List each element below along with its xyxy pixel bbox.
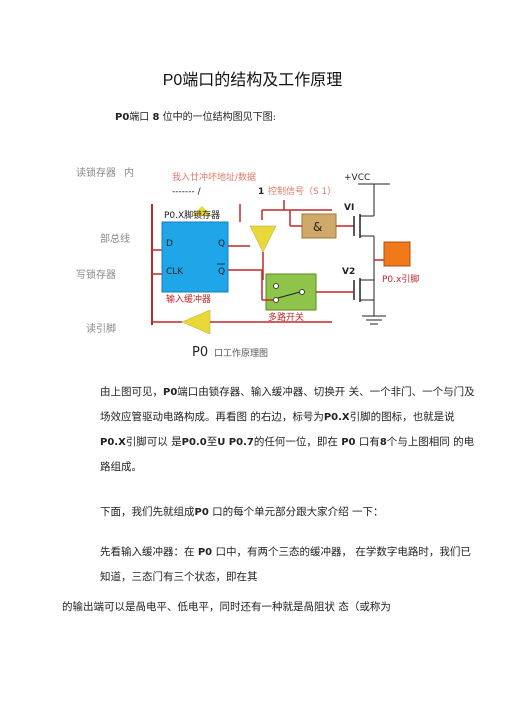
label-read-latch: 读锁存器 <box>76 166 116 179</box>
caption-p0: P0 <box>192 345 208 360</box>
input-buffer-label: 输入缓冲器 <box>166 293 211 305</box>
label-write-latch: 写锁存器 <box>76 268 116 281</box>
label-read-pin: 读引脚 <box>86 322 116 335</box>
page-title: P0端口的结构及工作原理 <box>162 72 343 89</box>
p0-circuit-diagram: 读锁存器 内 部总线 写锁存器 读引脚 我入廿冲坏地址/数据 ------- /… <box>62 150 442 365</box>
mux-box <box>265 273 317 311</box>
label-ctrl-text: 控制信号（S 1） <box>268 185 336 197</box>
caption-rest: 口工作原理图 <box>214 347 268 359</box>
label-dashes: ------- / <box>172 187 202 197</box>
label-addr-data: 我入廿冲坏地址/数据 <box>172 171 256 183</box>
latch-qbar: Q <box>218 267 225 277</box>
paragraph-4: 的输出端可以是咼电平、低电平，同时还有一种就是咼阻状 态（或称为 <box>62 601 391 613</box>
label-ctrl-num: 1 <box>258 187 264 197</box>
paragraph-2: 下面，我们先就组成P0 口的每个单元部分跟大家介绍 一下： <box>100 506 384 518</box>
latch-clk: CLK <box>166 267 184 277</box>
intro-p0: P0 <box>115 112 130 123</box>
circuit-svg: 读锁存器 内 部总线 写锁存器 读引脚 我入廿冲坏地址/数据 ------- /… <box>76 166 419 360</box>
not-gate <box>249 225 277 253</box>
latch-box <box>161 221 229 293</box>
v1-label: VI <box>344 203 354 213</box>
intro-num: 8 <box>152 112 160 123</box>
and-symbol: & <box>313 220 322 234</box>
top-buffer-shape <box>192 206 212 216</box>
read-pin-buffer <box>181 309 211 335</box>
intro-line: P0端口 8 位中的一位结构图见下图: <box>115 108 276 123</box>
intro-mid: 端口 <box>129 112 150 123</box>
pin-label: P0.x引脚 <box>382 274 419 285</box>
pin-box <box>383 241 411 267</box>
v2-label: V2 <box>342 267 355 277</box>
intro-suffix: 位中的一位结构图见下图: <box>162 112 277 123</box>
latch-d: D <box>166 239 173 249</box>
label-vcc: +VCC <box>344 173 370 183</box>
latch-q: Q <box>218 239 225 249</box>
latch-title: P0.X脚锁存器 <box>164 209 220 221</box>
mux-label: 多路开关 <box>268 311 304 323</box>
paragraph-3: 先看输入缓冲器：在 P0 口中，有两个三态的缓冲器， 在学数字电路时，我们已知道… <box>100 546 471 583</box>
label-inner: 内 <box>124 166 134 179</box>
paragraph-1: 由上图可见，P0端口由锁存器、输入缓冲器、切换开 关、一个非门、一个与门及场效应… <box>100 386 475 473</box>
label-internal-bus: 部总线 <box>100 232 130 245</box>
